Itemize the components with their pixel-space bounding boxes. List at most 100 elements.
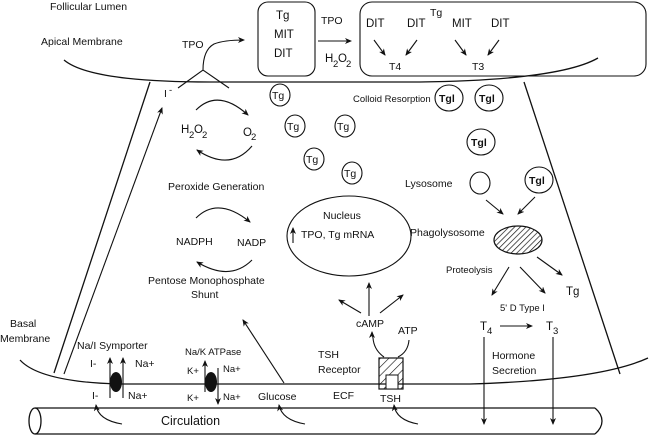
t4-label: T 4 xyxy=(480,321,492,337)
k-out-label: K+ xyxy=(187,393,199,404)
lumen-box-item: DIT xyxy=(274,48,293,60)
tsh-label: TSH xyxy=(380,393,401,405)
tg-vesicle: Tg xyxy=(334,114,356,138)
lysosome-arrow xyxy=(485,199,504,215)
tgi-vesicle: Tgl xyxy=(474,84,504,112)
camp-arrow-left xyxy=(338,299,362,314)
peroxide-cycle-arrow-bottom xyxy=(196,145,253,161)
t3-label: T 3 xyxy=(546,321,558,337)
coupling-arrow-4 xyxy=(487,39,500,56)
svg-text:H: H xyxy=(181,124,189,136)
nadp-label: NADP xyxy=(237,237,266,249)
hormone-secretion-label-2: Secretion xyxy=(492,365,537,377)
ecf-label: ECF xyxy=(333,390,354,402)
svg-text:Tg: Tg xyxy=(287,121,299,133)
svg-text:2: 2 xyxy=(202,130,207,141)
nucleus xyxy=(286,195,412,277)
iodide-in-label: I- xyxy=(90,358,97,370)
iodide-label: I xyxy=(164,88,167,100)
precursor-mit: MIT xyxy=(452,18,472,30)
hormone-secretion-label-1: Hormone xyxy=(492,350,535,362)
tgi-vesicle: Tgl xyxy=(524,166,554,194)
svg-text:2: 2 xyxy=(189,130,194,141)
tgi-to-phagolysosome-arrow xyxy=(517,196,536,215)
cell-left-wall xyxy=(53,81,151,374)
svg-text:Tgl: Tgl xyxy=(439,93,455,105)
circulation-label: Circulation xyxy=(161,414,220,428)
svg-text:4: 4 xyxy=(487,326,492,337)
proteolysis-label: Proteolysis xyxy=(446,265,493,276)
tg-vesicle: Tg xyxy=(269,83,291,107)
coupling-arrow-1 xyxy=(373,39,386,56)
glucose-uptake-arrow xyxy=(242,319,285,384)
svg-text:Tg: Tg xyxy=(306,154,318,166)
glucose-label: Glucose xyxy=(258,391,297,403)
lysosome xyxy=(469,171,491,195)
proteolysis-arrow-tg xyxy=(536,256,563,276)
nai-symporter xyxy=(110,372,122,392)
svg-text:O: O xyxy=(243,127,252,139)
basal-membrane xyxy=(19,357,649,385)
proteolysis-arrow-t3 xyxy=(519,266,546,294)
svg-text:Tg: Tg xyxy=(272,90,284,102)
coupling-arrow-2 xyxy=(405,39,418,56)
svg-text:2: 2 xyxy=(346,59,351,70)
svg-text:O: O xyxy=(338,53,347,65)
tg-vesicle: Tg xyxy=(284,114,306,138)
tsh-receptor-label-2: Receptor xyxy=(318,364,361,376)
tgi-vesicle: Tgl xyxy=(434,84,464,112)
nadph-label: NADPH xyxy=(176,236,213,248)
na-in-label: Na+ xyxy=(135,358,155,370)
svg-text:Tgl: Tgl xyxy=(479,93,495,105)
iodide-charge: - xyxy=(169,85,172,96)
nucleus-mrna-label: TPO, Tg mRNA xyxy=(301,229,374,241)
phagolysosome xyxy=(493,225,543,255)
peroxide-cycle-arrow-top xyxy=(195,99,249,116)
tg-label: Tg xyxy=(430,7,442,19)
atp-to-receptor-line xyxy=(397,339,410,358)
nadph-cycle-arrow-top xyxy=(195,207,251,223)
svg-text:2: 2 xyxy=(333,59,338,70)
nai-symporter-label: Na/I Symporter xyxy=(77,340,148,352)
iodide-circ-label: I- xyxy=(92,390,99,402)
glucose-circulation-arrow xyxy=(277,404,306,425)
precursor-dit-2: DIT xyxy=(407,18,426,30)
deiodinase-label: 5' D Type I xyxy=(500,303,545,314)
lumen-tpo-label: TPO xyxy=(321,15,343,27)
pentose-shunt-label-2: Shunt xyxy=(191,289,219,301)
tsh-circulation-arrow xyxy=(391,404,419,425)
iodide-uptake-arrow xyxy=(93,404,123,425)
svg-text:Tgl: Tgl xyxy=(471,137,487,149)
precursor-dit-1: DIT xyxy=(366,18,385,30)
tg-released-label: Tg xyxy=(566,286,579,298)
nadph-cycle-arrow-bottom xyxy=(196,259,253,273)
tpo-enzyme-shape xyxy=(177,40,244,89)
tg-vesicle: Tg xyxy=(303,147,325,171)
lysosome-label: Lysosome xyxy=(405,178,453,190)
nak-atpase-label: Na/K ATPase xyxy=(185,347,241,358)
lumen-h2o2-label: H 2 O 2 xyxy=(325,53,351,70)
product-t4: T4 xyxy=(389,61,401,73)
camp-label: cAMP xyxy=(356,318,384,330)
svg-text:Tg: Tg xyxy=(344,168,356,180)
lumen-box-coupling xyxy=(359,1,647,77)
na-atpase-in-label: Na+ xyxy=(223,364,241,375)
product-t3: T3 xyxy=(472,61,484,73)
lumen-box-thyroglobulin xyxy=(257,1,316,77)
proteolysis-arrow-t4 xyxy=(491,266,510,296)
svg-text:2: 2 xyxy=(251,132,256,143)
svg-text:T: T xyxy=(480,321,487,333)
apical-membrane-label: Apical Membrane xyxy=(41,36,123,48)
basal-membrane-label-2: Membrane xyxy=(0,333,50,345)
svg-text:O: O xyxy=(194,124,203,136)
follicular-lumen-label: Follicular Lumen xyxy=(50,1,127,13)
iodide-transport-arrow xyxy=(63,107,163,375)
h2o2-label: H 2 O 2 xyxy=(181,124,207,141)
coupling-arrow-3 xyxy=(454,39,467,56)
lumen-box-item: Tg xyxy=(276,10,289,22)
peroxide-generation-label: Peroxide Generation xyxy=(168,181,264,193)
pentose-shunt-label-1: Pentose Monophosphate xyxy=(148,275,265,287)
nucleus-label: Nucleus xyxy=(323,210,361,222)
tgi-vesicle: Tgl xyxy=(466,128,496,156)
camp-arrow-right xyxy=(379,294,404,314)
